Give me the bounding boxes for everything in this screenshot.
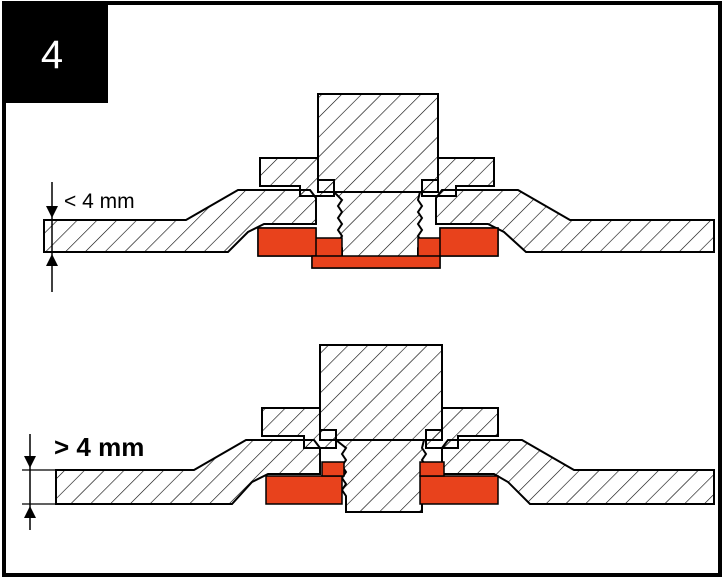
- clamp-nut-top-left-block: [257, 227, 317, 257]
- step-badge-background: [4, 3, 108, 103]
- clamp-nut-bottom-right-block: [419, 475, 499, 505]
- disc-plate-bottom: [55, 439, 321, 505]
- clamp-nut-bottom-left-hub: [321, 461, 345, 477]
- dim-arrow-top-lower: [46, 254, 58, 266]
- step-number: 4: [41, 33, 63, 77]
- shaft-top: [317, 93, 439, 193]
- clamp-nut-top-right-block: [439, 227, 499, 257]
- flange-right-top: [421, 157, 495, 197]
- clamp-nut-bottom-left-block: [265, 475, 343, 505]
- clamp-nut-bottom-right-hub: [419, 461, 445, 477]
- disc-plate-top-right: [435, 189, 715, 253]
- disc-plate-top: [43, 189, 317, 253]
- step-badge: 4: [4, 3, 108, 103]
- dimension-label-thick: > 4 mm: [54, 432, 144, 462]
- assembly-thick-plate: > 4 mm: [22, 344, 715, 530]
- clamp-nut-top-hub: [311, 255, 441, 269]
- shaft-thread-bottom: [333, 439, 428, 513]
- shaft-bottom: [319, 344, 443, 441]
- dim-arrow-top-upper: [46, 206, 58, 218]
- flange-left-top: [259, 157, 335, 197]
- assembly-thin-plate: < 4 mm: [43, 93, 715, 292]
- dim-arrow-bottom-upper: [24, 456, 36, 468]
- shaft-thread-top: [331, 191, 424, 263]
- flange-right-bottom: [425, 407, 499, 449]
- dim-arrow-bottom-lower: [24, 506, 36, 518]
- dimension-label-thin: < 4 mm: [64, 190, 135, 213]
- flange-left-bottom: [261, 407, 337, 449]
